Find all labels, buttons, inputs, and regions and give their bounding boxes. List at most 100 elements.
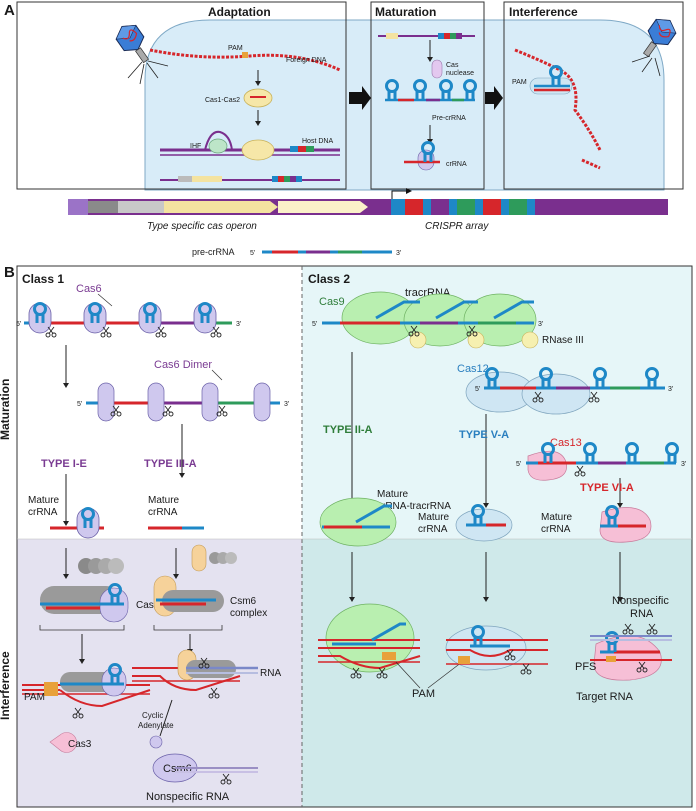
pam-label-class2: PAM: [412, 688, 435, 700]
class1-3p: 3': [236, 321, 241, 328]
mature-crrna-ie-l1: Mature: [28, 495, 60, 506]
host-dna-label: Host DNA: [302, 138, 333, 145]
cas6-label: Cas6: [76, 283, 102, 295]
ihf-protein: [208, 138, 228, 154]
crispr-array-label: CRISPR array: [425, 221, 489, 232]
cas12-target-dna: [445, 625, 548, 671]
arrow-adaptation-to-maturation: [349, 86, 371, 110]
mature-crrna-ie-l2: crRNA: [28, 507, 58, 518]
mature-crrna-v-l2: crRNA: [418, 524, 448, 535]
class1-5p: 5': [16, 321, 21, 328]
cas13-label: Cas13: [550, 437, 582, 449]
mature-crrna-tracrrna-l1: Mature: [377, 489, 409, 500]
operon-label: Type specific cas operon: [147, 221, 257, 232]
ihf-label: IHF: [190, 143, 201, 150]
maturation-title: Maturation: [375, 5, 436, 19]
cas12-proteins: [465, 371, 591, 415]
row-label-interference: Interference: [0, 651, 12, 720]
panel-b-frame: [16, 265, 693, 808]
csm6-complex-l2: complex: [230, 608, 267, 619]
cyclic-adenylate-l1: Cyclic: [142, 711, 163, 720]
panel-b-letter: B: [4, 264, 15, 281]
pam-label-class1: PAM: [24, 692, 45, 703]
class2-3p: 3': [538, 321, 543, 328]
degraded-dna: [514, 48, 602, 151]
cas12-label: Cas12: [457, 363, 489, 375]
interference-title: Interference: [509, 5, 578, 19]
mature-cas9-complex: [319, 497, 397, 547]
type-va-label: TYPE V-A: [459, 429, 509, 441]
cas3-label: Cas3: [68, 739, 92, 750]
promoter-arrow: [391, 190, 408, 199]
class5-3p: 3': [668, 386, 673, 393]
cas-proteins-beads: [78, 558, 124, 574]
host-dna-loop: [204, 130, 233, 151]
nonspecific-rna-label-class1: Nonspecific RNA: [146, 791, 230, 803]
cas-gene-3: [164, 201, 278, 213]
type-iiia-label: TYPE III-A: [144, 458, 197, 470]
cas-gene-4: [278, 201, 368, 213]
crrna-label-a: crRNA: [446, 161, 467, 168]
row-label-maturation: Maturation: [0, 379, 12, 440]
class6-3p: 3': [681, 461, 686, 468]
class6-5p: 5': [516, 461, 521, 468]
type-ie-label: TYPE I-E: [41, 458, 87, 470]
adaptation-box: [16, 1, 347, 190]
class1-title: Class 1: [22, 272, 64, 286]
class2-title: Class 2: [308, 272, 350, 286]
class2-5p: 5': [312, 321, 317, 328]
rna-label: RNA: [260, 668, 281, 679]
spacer-5: [509, 199, 527, 215]
rnase-iii-label: RNase III: [542, 335, 584, 346]
pre-crrna-strip-label: pre-crRNA: [192, 247, 235, 257]
type-iia-label: TYPE II-A: [323, 424, 373, 436]
pre-crrna-strip-5p: 5': [250, 250, 255, 257]
cas13-target-rna: [590, 631, 672, 681]
phage-tail-fibers: [127, 60, 169, 85]
panel-a-letter: A: [4, 2, 15, 19]
cas3-protein: [49, 732, 77, 753]
foreign-dna: [149, 48, 341, 72]
pam-marker: [242, 52, 248, 58]
nonspecific-rna-class2-l1: Nonspecific: [612, 595, 669, 607]
class3-3p: 3': [284, 401, 289, 408]
bacterial-cell: [144, 19, 665, 191]
cas-gene-2: [118, 201, 164, 213]
class5-5p: 5': [475, 386, 480, 393]
spacer-4: [483, 199, 501, 215]
cas9-label: Cas9: [319, 296, 345, 308]
mature-cas12-complex: [455, 504, 513, 542]
foreign-dna-label: Foreign DNA: [286, 57, 327, 64]
pam-label-a: PAM: [228, 45, 243, 52]
mature-cas13-complex: [599, 505, 652, 543]
cascade-complex: [40, 583, 129, 623]
cascade-target-dna: [22, 663, 151, 708]
cas9-proteins: [341, 291, 539, 349]
mature-crrna-iiia-l1: Mature: [148, 495, 180, 506]
mature-crrna-tracrrna-l2: crRNA-tracrRNA: [377, 501, 451, 512]
adaptation-title: Adaptation: [208, 5, 271, 19]
type-via-label: TYPE VI-A: [580, 482, 634, 494]
target-rna-label: Target RNA: [576, 691, 634, 703]
interference-box: [503, 1, 684, 190]
spacer-2: [431, 199, 449, 215]
class3-5p: 5': [77, 401, 82, 408]
spacer-3: [457, 199, 475, 215]
pre-crrna-label-a: Pre-crRNA: [432, 115, 466, 122]
cas-nuclease-label-line: nuclease: [446, 70, 474, 77]
csm6-complex-l1: Csm6: [230, 596, 257, 607]
pfs-label: PFS: [575, 661, 596, 673]
csm6-complex: [153, 575, 224, 617]
spacer-1: [405, 199, 423, 215]
cas6-dimer: [97, 382, 271, 422]
cas6-dimer-label: Cas6 Dimer: [154, 359, 212, 371]
maturation-box: [370, 1, 485, 190]
cas-nuclease: [431, 59, 443, 79]
csm-beads: [209, 552, 237, 564]
